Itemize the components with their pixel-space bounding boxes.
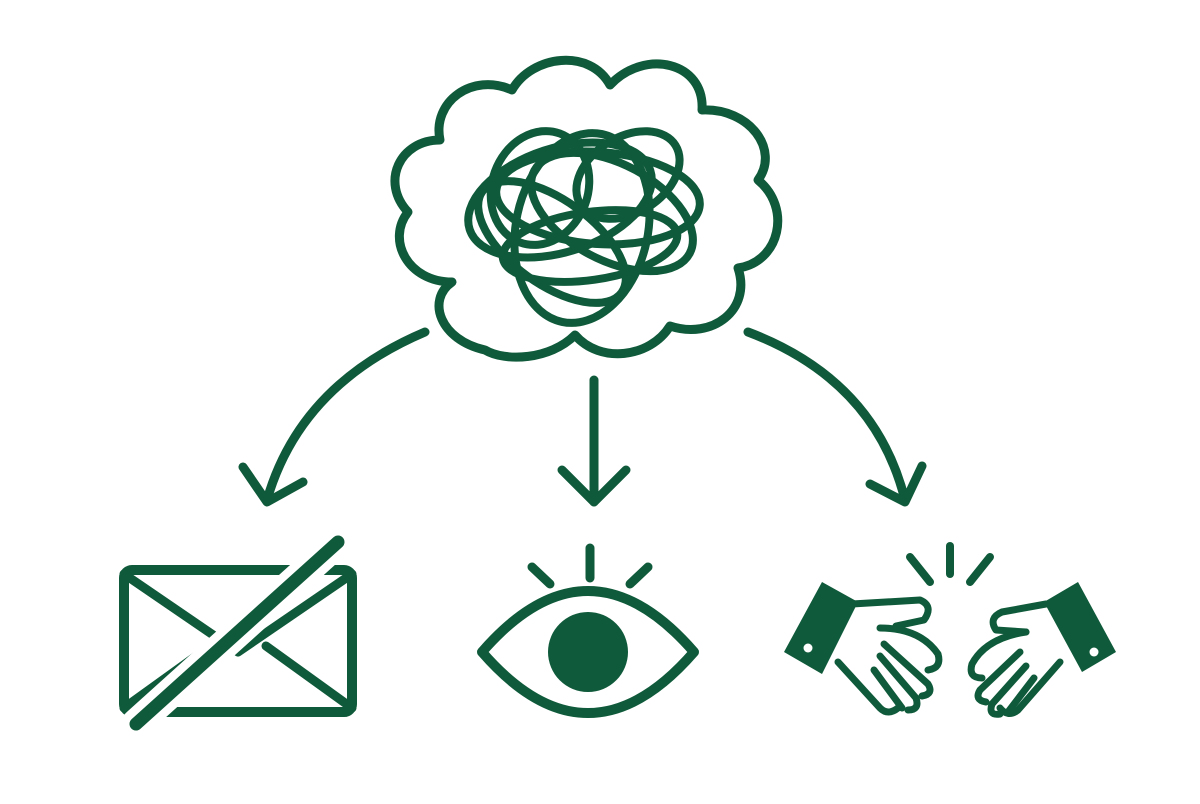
left-cuff	[784, 582, 858, 674]
handshake-icon	[784, 542, 1116, 718]
right-hand	[967, 600, 1064, 718]
eye-pupil	[548, 612, 628, 692]
right-cuff	[1044, 582, 1116, 672]
tangled-thought-cloud-icon	[390, 56, 783, 362]
tangled-scribble	[464, 127, 704, 327]
curved-arrow-right-icon	[743, 327, 927, 507]
arrow-down-icon	[557, 375, 631, 507]
left-hand	[834, 596, 943, 716]
curved-arrow-left-icon	[238, 327, 430, 507]
cloud-outline	[390, 56, 783, 362]
eye-icon	[477, 543, 699, 718]
crossed-out-envelope-icon	[119, 527, 357, 739]
